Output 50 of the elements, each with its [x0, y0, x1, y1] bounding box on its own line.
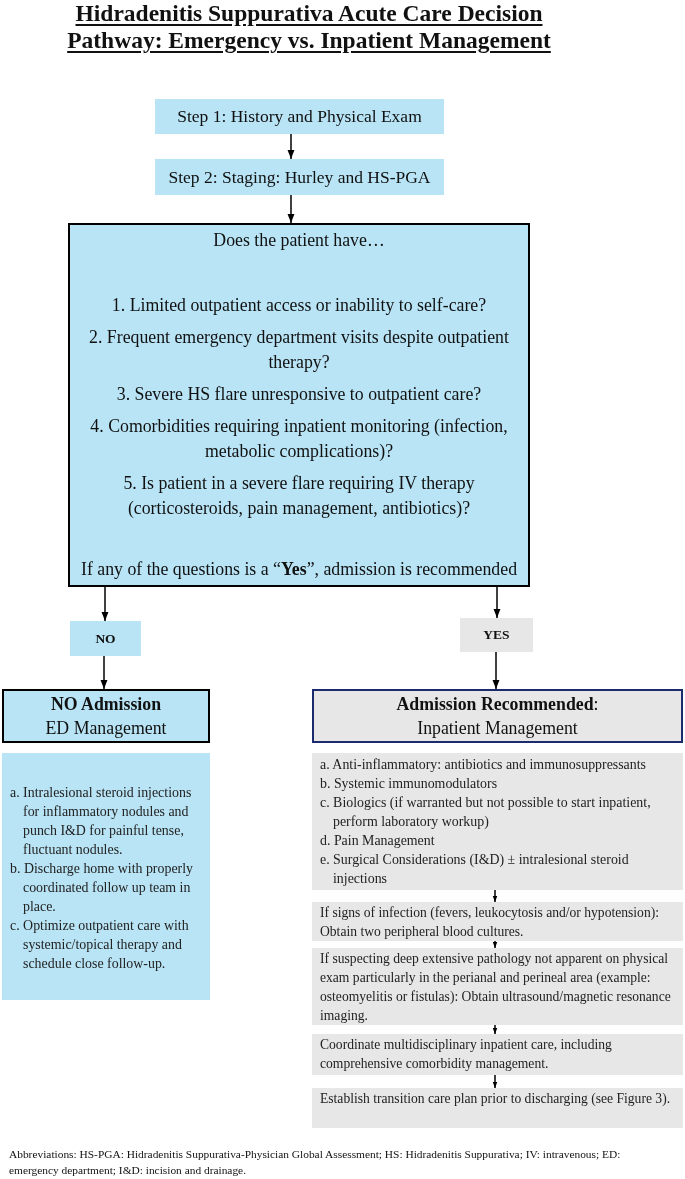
step-box: [155, 99, 444, 134]
arrow: [492, 940, 498, 949]
list-item: b. Systemic immunomodulators: [320, 775, 499, 793]
branch-box: [70, 621, 141, 656]
action-text: If suspecting deep extensive pathology not apparent on physical exam particularly in the perianal and perineal area (example: osteomyelitis or fistulas): Obtain ultrasound/magnetic resonance imaging.: [320, 950, 672, 1025]
list-item: c. Biologics (if warranted but not possible to start inpatient, perform laboratory workup): [320, 794, 652, 831]
arrow: [287, 133, 295, 160]
outcome-box: [2, 689, 210, 743]
action-text: Coordinate multidisciplinary inpatient care, including comprehensive comorbidity management.: [320, 1036, 613, 1073]
action-box: [312, 1088, 683, 1128]
branch-box: [460, 618, 533, 652]
arrow: [492, 889, 498, 903]
arrow: [492, 651, 500, 690]
outcome-heading: Admission Recommended:: [396, 693, 599, 716]
list-item: e. Surgical Considerations (I&D) ± intralesional steroid injections: [320, 851, 630, 888]
question-item: 5. Is patient in a severe flare requiring IV therapy (corticosteroids, pain management, antibiotics)?: [122, 472, 476, 520]
management-list-box: [2, 753, 210, 1000]
action-text: If signs of infection (fevers, leukocytosis and/or hypotension): Obtain two peripheral blood cultures.: [320, 904, 660, 941]
question-item: 4. Comorbidities requiring inpatient monitoring (infection, metabolic complications)?: [89, 415, 509, 463]
footnote-text: Abbreviations: HS-PGA: Hidradenitis Suppurativa-Physician Global Assessment; HS: Hidradenitis Suppurativa; IV: intravenous; ED: emergency department; I&D: incision and drainage.: [9, 1147, 622, 1178]
admission-rule-text: If any of the questions is a “Yes”, admission is recommended: [79, 558, 519, 581]
outcome-subheading: Inpatient Management: [417, 717, 578, 740]
list-item: c. Optimize outpatient care with systemic/topical therapy and schedule close follow-up.: [10, 917, 190, 973]
management-list-box: [312, 753, 683, 890]
list-item: a. Anti-inflammatory: antibiotics and immunosuppressants: [320, 756, 647, 774]
arrow: [101, 586, 109, 622]
branch-label: NO: [95, 630, 116, 647]
list-item: d. Pain Management: [320, 832, 436, 850]
step-box: [155, 159, 444, 195]
question-item: 2. Frequent emergency department visits despite outpatient therapy?: [88, 326, 510, 374]
outcome-heading: NO Admission: [50, 693, 162, 716]
diagram-title: Hidradenitis Suppurativa Acute Care Decision Pathway: Emergency vs. Inpatient Management: [66, 0, 552, 54]
outcome-box: [312, 689, 683, 743]
question-item: 3. Severe HS flare unresponsive to outpatient care?: [115, 383, 483, 406]
action-box: [312, 1034, 683, 1075]
outcome-subheading: ED Management: [45, 717, 167, 740]
question-heading: Does the patient have…: [212, 229, 386, 252]
list-item: a. Intralesional steroid injections for inflammatory nodules and punch I&D for painful tense, fluctuant nodules.: [10, 784, 193, 859]
list-item: b. Discharge home with properly coordinated follow up team in place.: [10, 860, 194, 916]
arrow: [492, 1024, 498, 1035]
arrow: [492, 1074, 498, 1089]
branch-label: YES: [483, 627, 510, 643]
arrow: [493, 586, 501, 619]
question-item: 1. Limited outpatient access or inability to self-care?: [110, 294, 488, 317]
step-text: Step 1: History and Physical Exam: [177, 106, 422, 127]
action-text: Establish transition care plan prior to discharging (see Figure 3).: [320, 1090, 672, 1108]
step-text: Step 2: Staging: Hurley and HS-PGA: [168, 166, 431, 188]
arrow: [100, 655, 108, 690]
arrow: [287, 194, 295, 224]
question-box: [68, 223, 530, 587]
